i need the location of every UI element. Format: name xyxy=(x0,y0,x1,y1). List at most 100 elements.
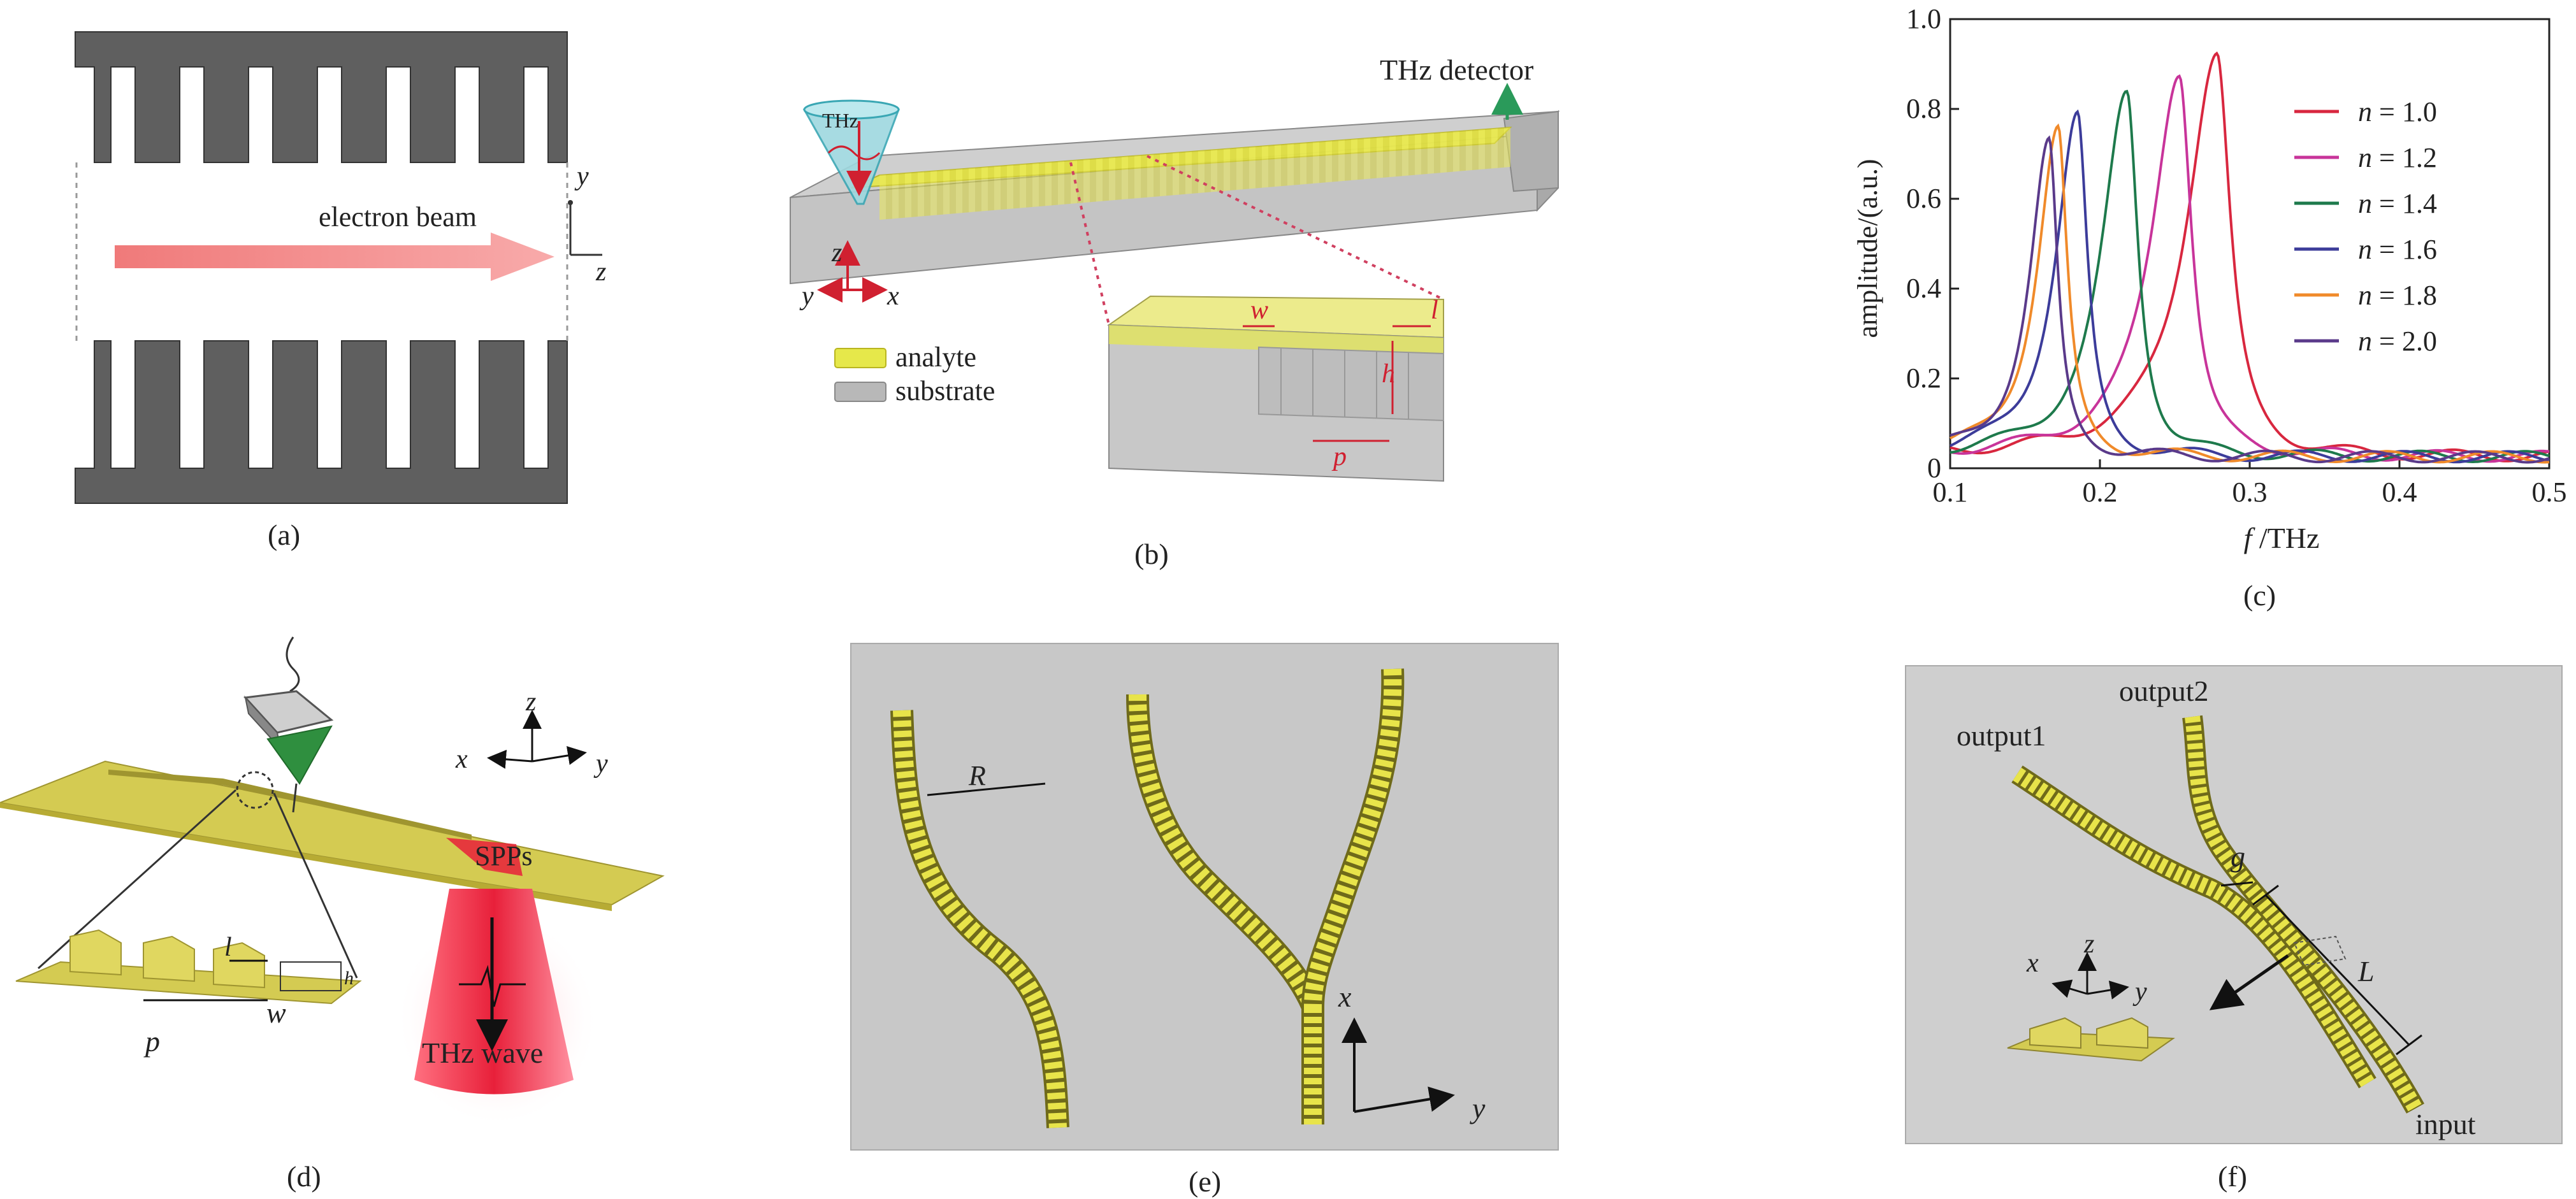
panel-a: electron beam y z (a) xyxy=(75,31,606,551)
spp-spot xyxy=(446,838,523,876)
axis-x-label: x xyxy=(2026,949,2039,978)
output1-waveguide-top xyxy=(2013,767,2375,1088)
legend-value: = 1.2 xyxy=(2372,142,2437,173)
focus-spot xyxy=(236,771,274,809)
electron-beam-arrow xyxy=(115,233,554,281)
input-label: input xyxy=(2415,1108,2476,1140)
legend-value: = 2.0 xyxy=(2372,326,2437,357)
chart-legend: n = 1.0n = 1.2n = 1.4n = 1.6n = 1.8n = 2… xyxy=(2294,96,2437,357)
legend-substrate-label: substrate xyxy=(895,375,995,406)
dim-l-label: l xyxy=(1431,296,1438,325)
gap-label: g xyxy=(2231,840,2245,873)
metal-plate xyxy=(0,760,665,906)
unit-cell-pillar-1 xyxy=(2029,1017,2081,1049)
inset-unit-cell-outline xyxy=(280,961,342,991)
output1-label: output1 xyxy=(1957,719,2046,752)
inset-pillar-3 xyxy=(213,942,265,989)
x-tick-label: 0.1 xyxy=(1933,477,1968,508)
axis-z-label: z xyxy=(2083,930,2094,959)
electron-beam-label: electron beam xyxy=(319,201,477,233)
legend-n-symbol: n xyxy=(2358,96,2372,127)
detector-label: THz detector xyxy=(1380,54,1533,86)
caption-d: (d) xyxy=(287,1160,321,1193)
legend-n-symbol: n xyxy=(2358,188,2372,219)
length-tick-start xyxy=(2252,884,2279,906)
y-tick-label: 0.8 xyxy=(1906,93,1941,124)
axis-y-arrow xyxy=(1354,1086,1455,1113)
axis-x-label: x xyxy=(1338,980,1352,1013)
gap-line xyxy=(2220,881,2254,887)
axis-y-arrow xyxy=(532,746,587,765)
legend-entry: n = 1.8 xyxy=(2358,280,2437,311)
legend-n-symbol: n xyxy=(2358,142,2372,173)
axis-origin-dot xyxy=(568,200,573,205)
caption-b: (b) xyxy=(1134,538,1169,570)
unit-cell-pillar-2 xyxy=(2096,1017,2148,1049)
length-line xyxy=(2264,894,2410,1046)
legend-entry: n = 1.4 xyxy=(2358,188,2437,219)
axis-x-arrow xyxy=(487,749,533,769)
y-tick-label: 0.2 xyxy=(1906,363,1941,394)
legend-analyte-label: analyte xyxy=(895,341,976,373)
inset-pillar-1 xyxy=(69,929,122,976)
legend-substrate-swatch xyxy=(834,382,886,402)
inset-pillar-2 xyxy=(143,935,195,982)
radius-line xyxy=(927,782,1046,796)
curved-waveguide-top xyxy=(893,710,1067,1128)
axis-x-label: x xyxy=(455,745,468,774)
series-line xyxy=(1950,109,2550,464)
panel-e-background xyxy=(850,643,1559,1151)
legend-analyte-swatch xyxy=(834,348,886,368)
zoom-box-analyte-layer xyxy=(1109,325,1444,357)
axis-y-arrow xyxy=(2087,980,2129,1000)
output2-label: output2 xyxy=(2119,675,2209,707)
axis-y-label: y xyxy=(799,282,814,311)
series-line xyxy=(1950,74,2550,463)
axis-y-label: y xyxy=(2132,977,2147,1007)
thz-wave-cone xyxy=(414,889,574,1095)
dim-h-label: h xyxy=(1382,359,1395,389)
axis-y-label: y xyxy=(1470,1092,1486,1124)
legend-n-symbol: n xyxy=(2358,280,2372,311)
length-tick-end xyxy=(2396,1034,2422,1056)
legend-value: = 1.0 xyxy=(2372,96,2437,127)
x-tick-label: 0.3 xyxy=(2232,477,2268,508)
y-tick-label: 0 xyxy=(1927,452,1941,484)
coupling-region-box xyxy=(2293,935,2347,966)
series-line xyxy=(1950,123,2550,464)
chart-x-axis-label-unit: /THz xyxy=(2252,522,2319,554)
legend-entry: n = 1.6 xyxy=(2358,234,2437,265)
axis-z-label: z xyxy=(525,687,536,717)
thz-wave-label: THz wave xyxy=(422,1037,543,1069)
direction-arrow xyxy=(2209,954,2289,1010)
y-tick-label: 0.4 xyxy=(1906,273,1941,304)
length-label: L xyxy=(2357,955,2375,987)
chart-y-axis-label: amplitude/(a.u.) xyxy=(1852,159,1883,338)
y-branch-right-arm-top xyxy=(1304,668,1402,1007)
dim-w-label: w xyxy=(1250,296,1268,325)
legend-entry: n = 2.0 xyxy=(2358,326,2437,357)
legend-value: = 1.8 xyxy=(2372,280,2437,311)
tip-wire xyxy=(286,636,300,693)
axis-z-label: z xyxy=(831,238,842,268)
dim-p-label: p xyxy=(1331,442,1347,471)
dim-h-label: h xyxy=(344,968,354,989)
legend-value: = 1.4 xyxy=(2372,188,2437,219)
dim-p-label: p xyxy=(143,1025,160,1058)
legend-n-symbol: n xyxy=(2358,234,2372,265)
plate-edge xyxy=(0,803,612,911)
axis-x-label: x xyxy=(886,282,899,311)
chart-series-group xyxy=(1950,51,2550,464)
legend-entry: n = 1.2 xyxy=(2358,142,2437,173)
y-branch-left-arm-top xyxy=(1129,694,1321,1010)
axis-z-label: z xyxy=(595,257,606,287)
legend-value: = 1.6 xyxy=(2372,234,2437,265)
panel-f: output1 output2 input g L z x y (f) xyxy=(1905,665,2563,1193)
dim-l-label: l xyxy=(224,933,232,962)
tip-cone xyxy=(266,725,333,785)
analyte-ridges xyxy=(879,127,1510,220)
panel-b: THz THz detector z y x w l h p analyte s… xyxy=(790,54,1560,570)
series-line xyxy=(1950,135,2550,464)
caption-a: (a) xyxy=(268,519,300,551)
